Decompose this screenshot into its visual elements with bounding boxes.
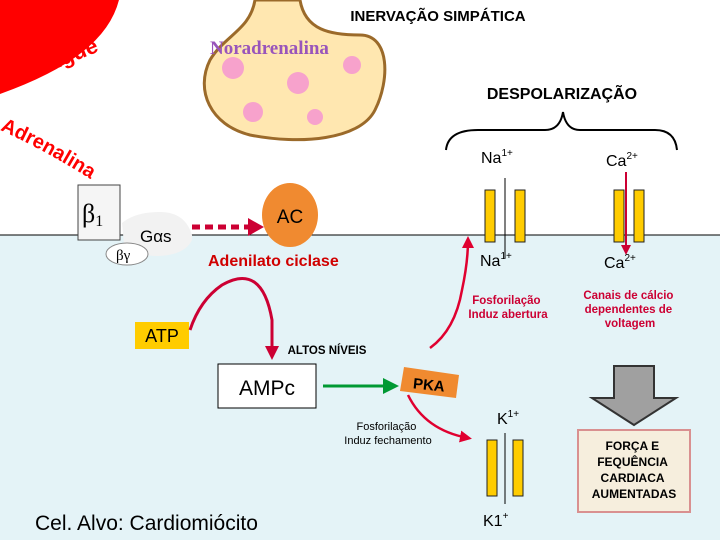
pka-label: PKA: [412, 375, 445, 395]
ca-channels-note: Canais de cálcio dependentes de voltagem: [583, 290, 676, 330]
phospho-open-text: Fosforilação Induz abertura: [468, 295, 548, 321]
down-arrow-icon: [588, 365, 680, 427]
target-cell-label: Cel. Alvo: Cardiomiócito: [35, 512, 258, 535]
vesicle: [307, 109, 323, 125]
dashed-arrow-head: [248, 218, 264, 236]
na-outside-label: Na1+: [481, 148, 513, 167]
phospho-close-text: Fosforilação Induz fechamento: [344, 421, 431, 447]
beta1-label: β1: [82, 199, 103, 230]
atp-to-camp-arrow: [188, 276, 274, 350]
atp-label: ATP: [145, 326, 179, 346]
g-beta-gamma-subunit: [105, 242, 149, 266]
vesicle: [222, 57, 244, 79]
force-box-text: FORÇA E FEQUÊNCIA CARDIACA AUMENTADAS: [592, 439, 676, 501]
vesicle: [287, 72, 309, 94]
na-channel: [484, 178, 526, 258]
ca-inside-label: Ca2+: [604, 253, 636, 272]
atp-box: [135, 322, 189, 349]
k-channel: [486, 433, 524, 504]
na-inside-label: Na1+: [480, 251, 512, 270]
k-upper-label: K1+: [497, 409, 519, 428]
k-lower-label: K1+: [483, 511, 509, 530]
pka-to-na-arrow: [429, 236, 474, 350]
force-box: [577, 429, 691, 513]
title: INERVAÇÃO SIMPÁTICA: [350, 7, 525, 25]
camp-label: AMPc: [239, 377, 295, 400]
g-alpha-s-label: Gαs: [140, 227, 172, 246]
g-beta-gamma-label: βγ: [116, 248, 131, 264]
blood-vessel-wall: [0, 0, 121, 96]
pka-to-k-arrow: [406, 394, 472, 443]
ca-outside-label: Ca2+: [606, 151, 638, 170]
atp-to-camp-arrow-head: [265, 346, 279, 360]
blood-vessel: [0, 0, 120, 95]
pka-box: [400, 367, 459, 398]
high-levels-label: ALTOS NÍVEIS: [288, 344, 367, 357]
adrenaline-label: Adrenalina: [0, 114, 100, 183]
depolarization-bracket: [445, 111, 678, 151]
ca-channel: [613, 189, 645, 243]
adenylate-label: Adenilato ciclase: [208, 253, 339, 270]
vesicle: [243, 102, 263, 122]
camp-box: [217, 363, 317, 409]
beta1-receptor: [77, 184, 121, 241]
adenylate-cyclase: [262, 183, 318, 247]
vesicle: [343, 56, 361, 74]
ac-label: AC: [277, 207, 303, 228]
camp-to-pka-arrow-head: [383, 378, 399, 394]
noradrenaline-label: Noradrenalina: [210, 38, 329, 59]
depolarization-label: DESPOLARIZAÇÃO: [487, 83, 637, 103]
